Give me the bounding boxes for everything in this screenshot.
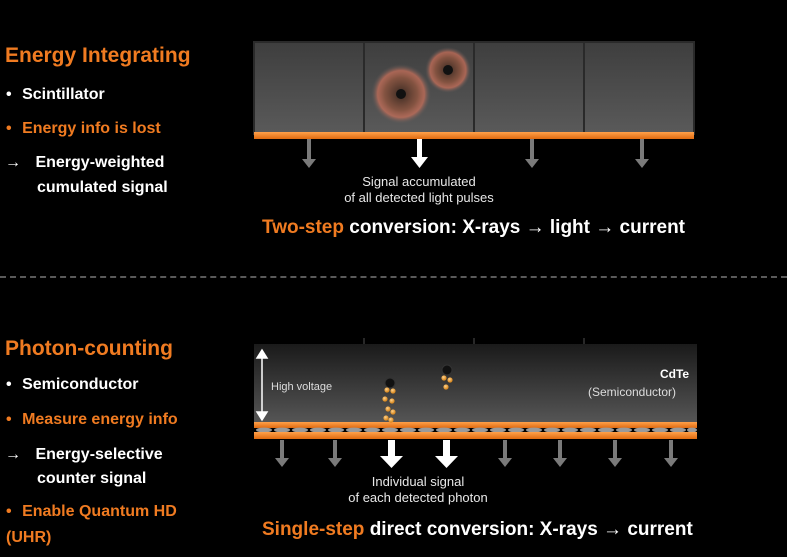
bullet-energy-selective: → Energy-selective bbox=[5, 447, 163, 463]
conversion-text: conversion: X-rays → light → current bbox=[349, 217, 686, 238]
down-arrow-icon bbox=[525, 139, 539, 168]
caption-line: of each detected photon bbox=[348, 490, 488, 505]
caption-line: Signal accumulated bbox=[362, 174, 476, 189]
down-arrow-icon bbox=[302, 139, 316, 168]
scintillator-diagram bbox=[253, 41, 695, 168]
bullet-text: Measure energy info bbox=[22, 411, 178, 428]
photon-charge-cloud bbox=[382, 377, 396, 423]
scintillator-cells bbox=[253, 41, 695, 135]
output-arrows bbox=[275, 440, 678, 467]
photon-charge-cloud bbox=[441, 364, 453, 390]
bullet-semiconductor: • Semiconductor bbox=[6, 377, 139, 393]
output-arrows bbox=[302, 139, 649, 168]
bullet-continuation: cumulated signal bbox=[37, 179, 168, 196]
bullet-quantum-hd: • Enable Quantum HD bbox=[6, 504, 177, 520]
down-arrow-icon bbox=[635, 139, 649, 168]
scintillator-cell bbox=[253, 41, 365, 135]
bullet-marker: • bbox=[6, 503, 12, 520]
down-arrow-icon bbox=[553, 440, 567, 467]
down-arrow-icon bbox=[275, 440, 289, 467]
bullet-continuation: counter signal bbox=[37, 470, 147, 487]
cdte-diagram bbox=[254, 338, 697, 468]
caption-line: Individual signal bbox=[371, 474, 465, 489]
caption-accumulated: Signal accumulated of all detected light… bbox=[314, 174, 524, 206]
bullet-measure-energy: • Measure energy info bbox=[6, 412, 178, 428]
scintillator-cell bbox=[473, 41, 585, 135]
single-step-conversion: Single-step direct conversion: X-rays → … bbox=[262, 519, 693, 541]
double-arrow-icon bbox=[255, 348, 269, 422]
bullet-text: Energy info is lost bbox=[22, 120, 161, 137]
bullet-text: Energy-selective bbox=[35, 446, 163, 463]
bullet-energy-weighted: → Energy-weighted bbox=[5, 155, 164, 171]
bullet-text: Scintillator bbox=[22, 86, 105, 103]
bullet-marker: • bbox=[6, 120, 12, 137]
readout-layer bbox=[254, 432, 697, 439]
down-arrow-icon bbox=[498, 440, 512, 467]
photon-dot bbox=[443, 65, 453, 75]
bullet-marker: • bbox=[6, 376, 12, 393]
high-voltage-label: High voltage bbox=[271, 381, 333, 393]
bullet-continuation-uhr: (UHR) bbox=[6, 529, 52, 546]
scintillator-cell bbox=[583, 41, 695, 135]
arrow-icon: → bbox=[5, 154, 21, 171]
down-arrow-icon bbox=[608, 440, 622, 467]
bullet-marker: • bbox=[6, 411, 12, 428]
section-divider bbox=[0, 276, 787, 278]
down-arrow-icon bbox=[328, 440, 342, 467]
bullet-text: Semiconductor bbox=[22, 376, 139, 393]
bullet-text: Enable Quantum HD bbox=[22, 503, 177, 520]
conversion-highlight: Two-step bbox=[262, 217, 344, 238]
arrow-icon: → bbox=[5, 446, 21, 463]
photon-counting-title: Photon-counting bbox=[5, 337, 173, 360]
energy-integrating-title: Energy Integrating bbox=[5, 44, 191, 67]
signal-arrow-icon bbox=[380, 440, 458, 468]
bullet-scintillator: • Scintillator bbox=[6, 87, 105, 103]
down-arrow-icon bbox=[664, 440, 678, 467]
conversion-text: direct conversion: X-rays → current bbox=[369, 519, 693, 540]
caption-individual: Individual signal of each detected photo… bbox=[328, 474, 508, 506]
bullet-marker: • bbox=[6, 86, 12, 103]
two-step-conversion: Two-step conversion: X-rays → light → cu… bbox=[262, 217, 685, 239]
bullet-text: Energy-weighted bbox=[35, 154, 165, 171]
pixel-electrodes bbox=[256, 427, 697, 433]
photodiode-layer bbox=[254, 132, 694, 139]
cdte-label: CdTe bbox=[660, 367, 690, 381]
semiconductor-label: (Semiconductor) bbox=[588, 385, 677, 399]
cdte-semiconductor-block bbox=[254, 344, 697, 422]
signal-arrow-icon bbox=[411, 139, 428, 168]
photon-dot bbox=[396, 89, 406, 99]
pixel-layer-top bbox=[254, 422, 697, 428]
caption-line: of all detected light pulses bbox=[344, 190, 494, 205]
bullet-energy-info-lost: • Energy info is lost bbox=[6, 121, 161, 137]
conversion-highlight: Single-step bbox=[262, 519, 365, 540]
